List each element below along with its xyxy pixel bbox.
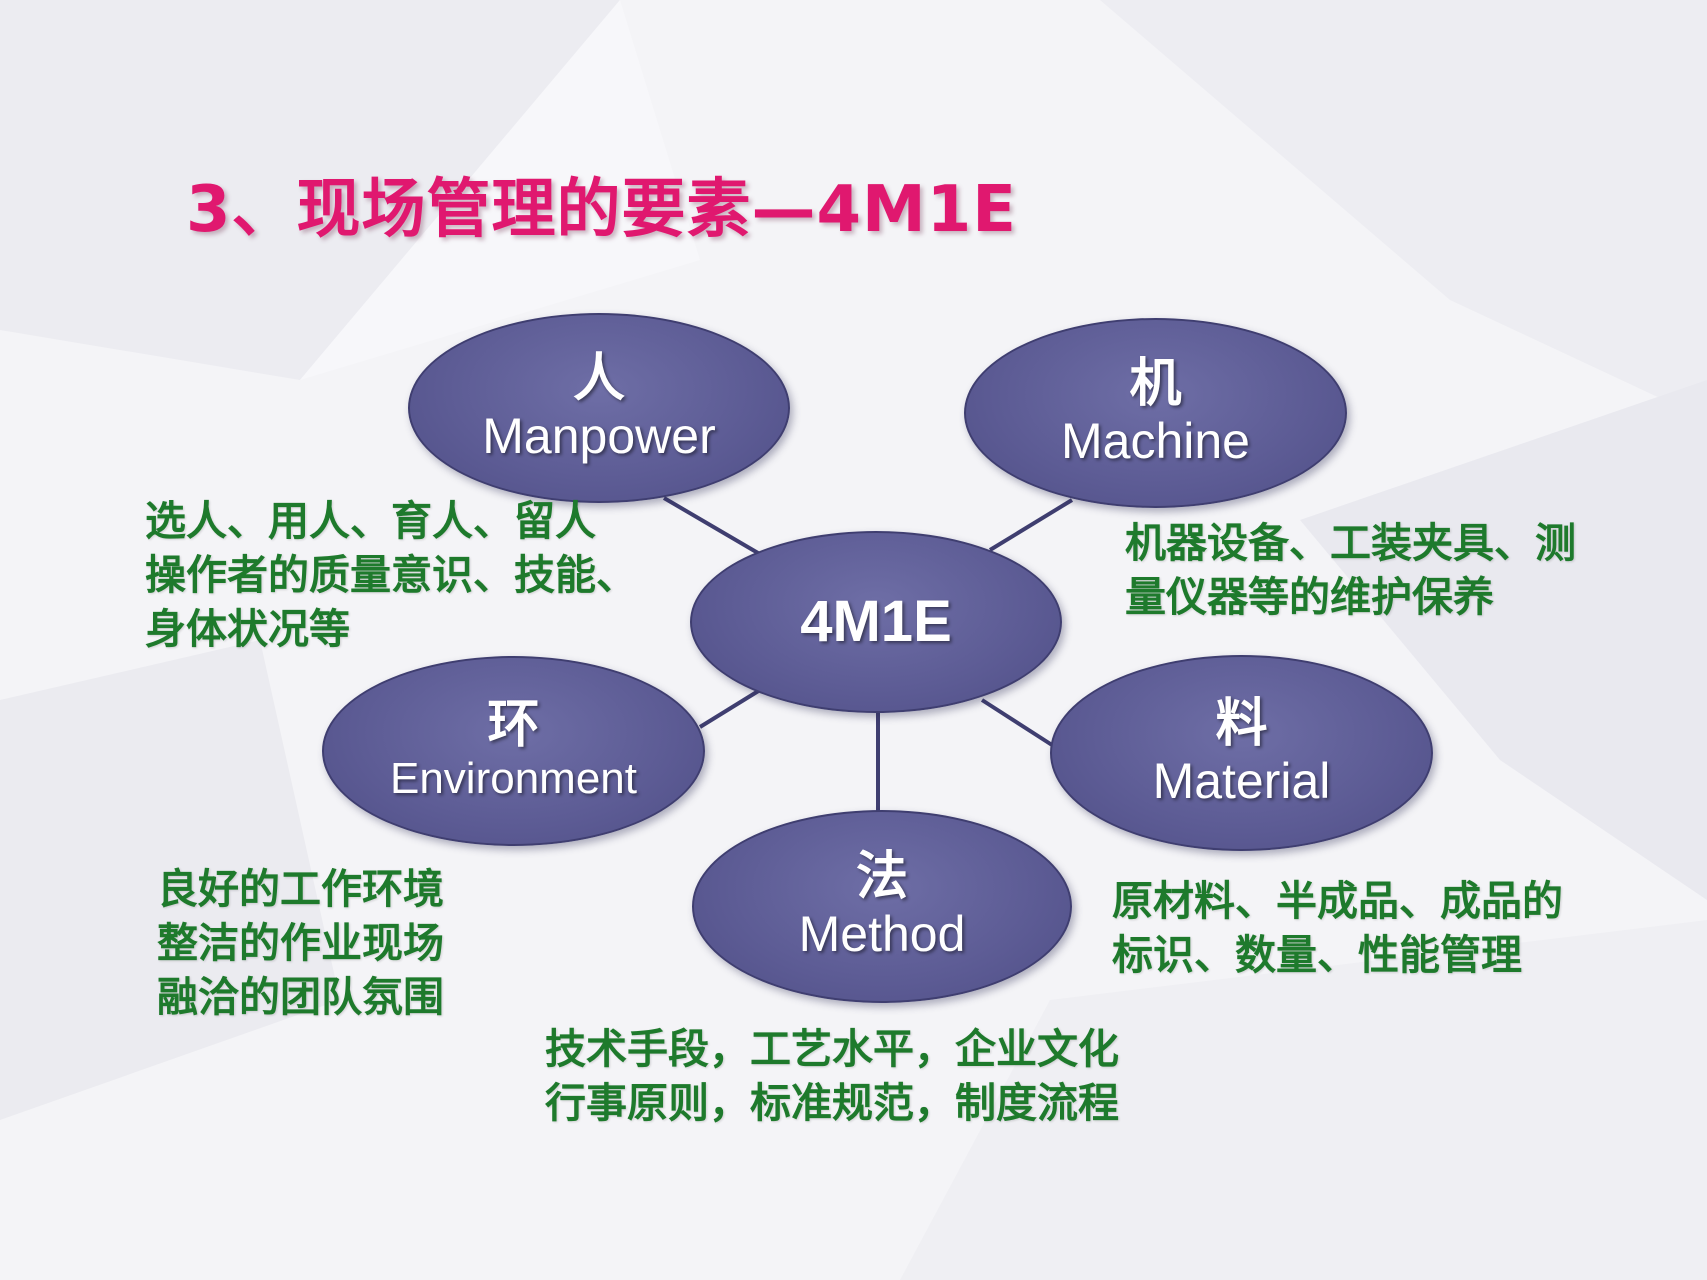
desc-material: 原材料、半成品、成品的 标识、数量、性能管理 xyxy=(1112,874,1563,982)
connector-man xyxy=(662,496,760,555)
node-center-label: 4M1E xyxy=(800,589,952,655)
desc-machine: 机器设备、工装夹具、测 量仪器等的维护保养 xyxy=(1125,516,1576,624)
desc-man: 选人、用人、育人、留人 操作者的质量意识、技能、 身体状况等 xyxy=(145,494,637,656)
node-material-zh: 料 xyxy=(1215,693,1268,754)
node-material: 料 Material xyxy=(1050,655,1433,851)
desc-man-line: 身体状况等 xyxy=(145,605,350,653)
desc-material-line: 原材料、半成品、成品的 xyxy=(1112,877,1563,925)
connector-material xyxy=(980,698,1054,747)
node-man-en: Manpower xyxy=(482,407,716,464)
desc-environment-line: 整洁的作业现场 xyxy=(157,919,444,967)
node-method-zh: 法 xyxy=(855,847,908,908)
desc-environment-line: 良好的工作环境 xyxy=(157,865,444,913)
node-environment-zh: 环 xyxy=(487,695,540,756)
desc-machine-line: 量仪器等的维护保养 xyxy=(1125,573,1494,621)
node-environment: 环 Environment xyxy=(322,656,705,846)
node-man-zh: 人 xyxy=(572,348,625,409)
node-machine-zh: 机 xyxy=(1129,353,1182,414)
node-method-en: Method xyxy=(798,906,966,963)
desc-man-line: 操作者的质量意识、技能、 xyxy=(145,551,637,599)
desc-man-line: 选人、用人、育人、留人 xyxy=(145,497,596,545)
desc-method-line: 技术手段，工艺水平，企业文化 xyxy=(545,1025,1119,1073)
node-environment-en: Environment xyxy=(389,754,637,804)
desc-method-line: 行事原则，标准规范，制度流程 xyxy=(545,1079,1119,1127)
desc-method: 技术手段，工艺水平，企业文化 行事原则，标准规范，制度流程 xyxy=(545,1022,1119,1130)
desc-machine-line: 机器设备、工装夹具、测 xyxy=(1125,519,1576,567)
node-machine: 机 Machine xyxy=(964,318,1347,508)
desc-material-line: 标识、数量、性能管理 xyxy=(1112,931,1522,979)
connector-environment xyxy=(698,688,762,729)
node-material-en: Material xyxy=(1152,752,1331,809)
page-title: 3、现场管理的要素—4M1E xyxy=(186,173,1017,247)
node-center-4m1e: 4M1E xyxy=(690,531,1062,713)
node-man: 人 Manpower xyxy=(408,313,790,503)
desc-environment: 良好的工作环境 整洁的作业现场 融洽的团队氛围 xyxy=(157,862,444,1024)
connector-machine xyxy=(988,498,1074,552)
desc-environment-line: 融洽的团队氛围 xyxy=(157,973,444,1021)
node-method: 法 Method xyxy=(692,810,1072,1003)
node-machine-en: Machine xyxy=(1061,412,1250,469)
